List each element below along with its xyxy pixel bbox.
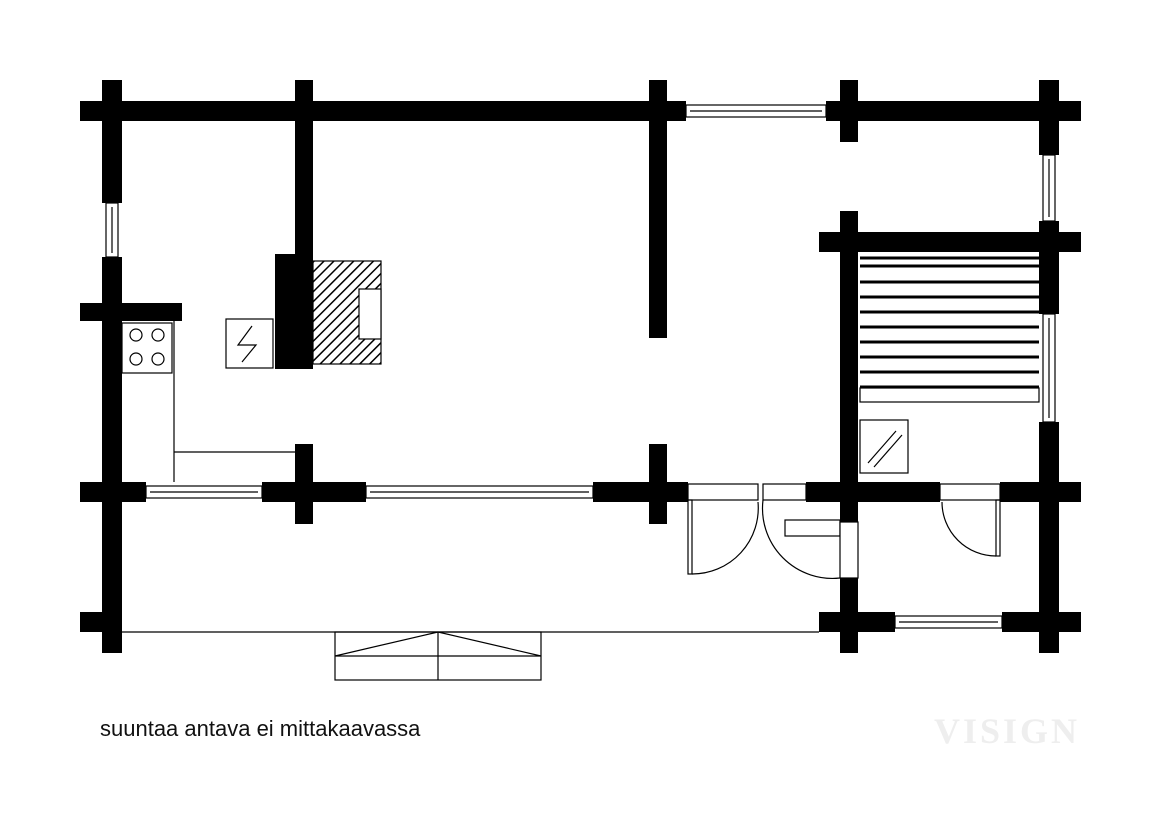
caption-text: suuntaa antava ei mittakaavassa bbox=[100, 716, 421, 741]
window-left bbox=[105, 202, 119, 258]
sauna-stove bbox=[859, 419, 909, 474]
stove bbox=[121, 322, 173, 374]
window-bottom-right bbox=[894, 615, 1003, 629]
doors bbox=[687, 483, 1001, 579]
window-right-sauna bbox=[1042, 313, 1056, 423]
door-entrance-right bbox=[761, 483, 859, 579]
window-middle-center bbox=[365, 485, 594, 499]
fireplace bbox=[312, 260, 382, 365]
window-right-top bbox=[1042, 154, 1056, 222]
windows bbox=[105, 104, 1056, 629]
fixtures bbox=[121, 256, 1040, 482]
walls bbox=[80, 80, 1081, 653]
electric-panel bbox=[225, 318, 274, 369]
door-sauna bbox=[939, 483, 1001, 557]
sauna-bench-step bbox=[859, 387, 1040, 403]
door-entrance-left bbox=[687, 483, 759, 575]
sauna-benches bbox=[860, 256, 1039, 389]
terrace bbox=[122, 631, 819, 681]
window-middle-left bbox=[145, 485, 263, 499]
kitchen-counter bbox=[173, 321, 295, 482]
watermark-logo: VISIGN bbox=[934, 711, 1081, 751]
window-top bbox=[685, 104, 827, 118]
